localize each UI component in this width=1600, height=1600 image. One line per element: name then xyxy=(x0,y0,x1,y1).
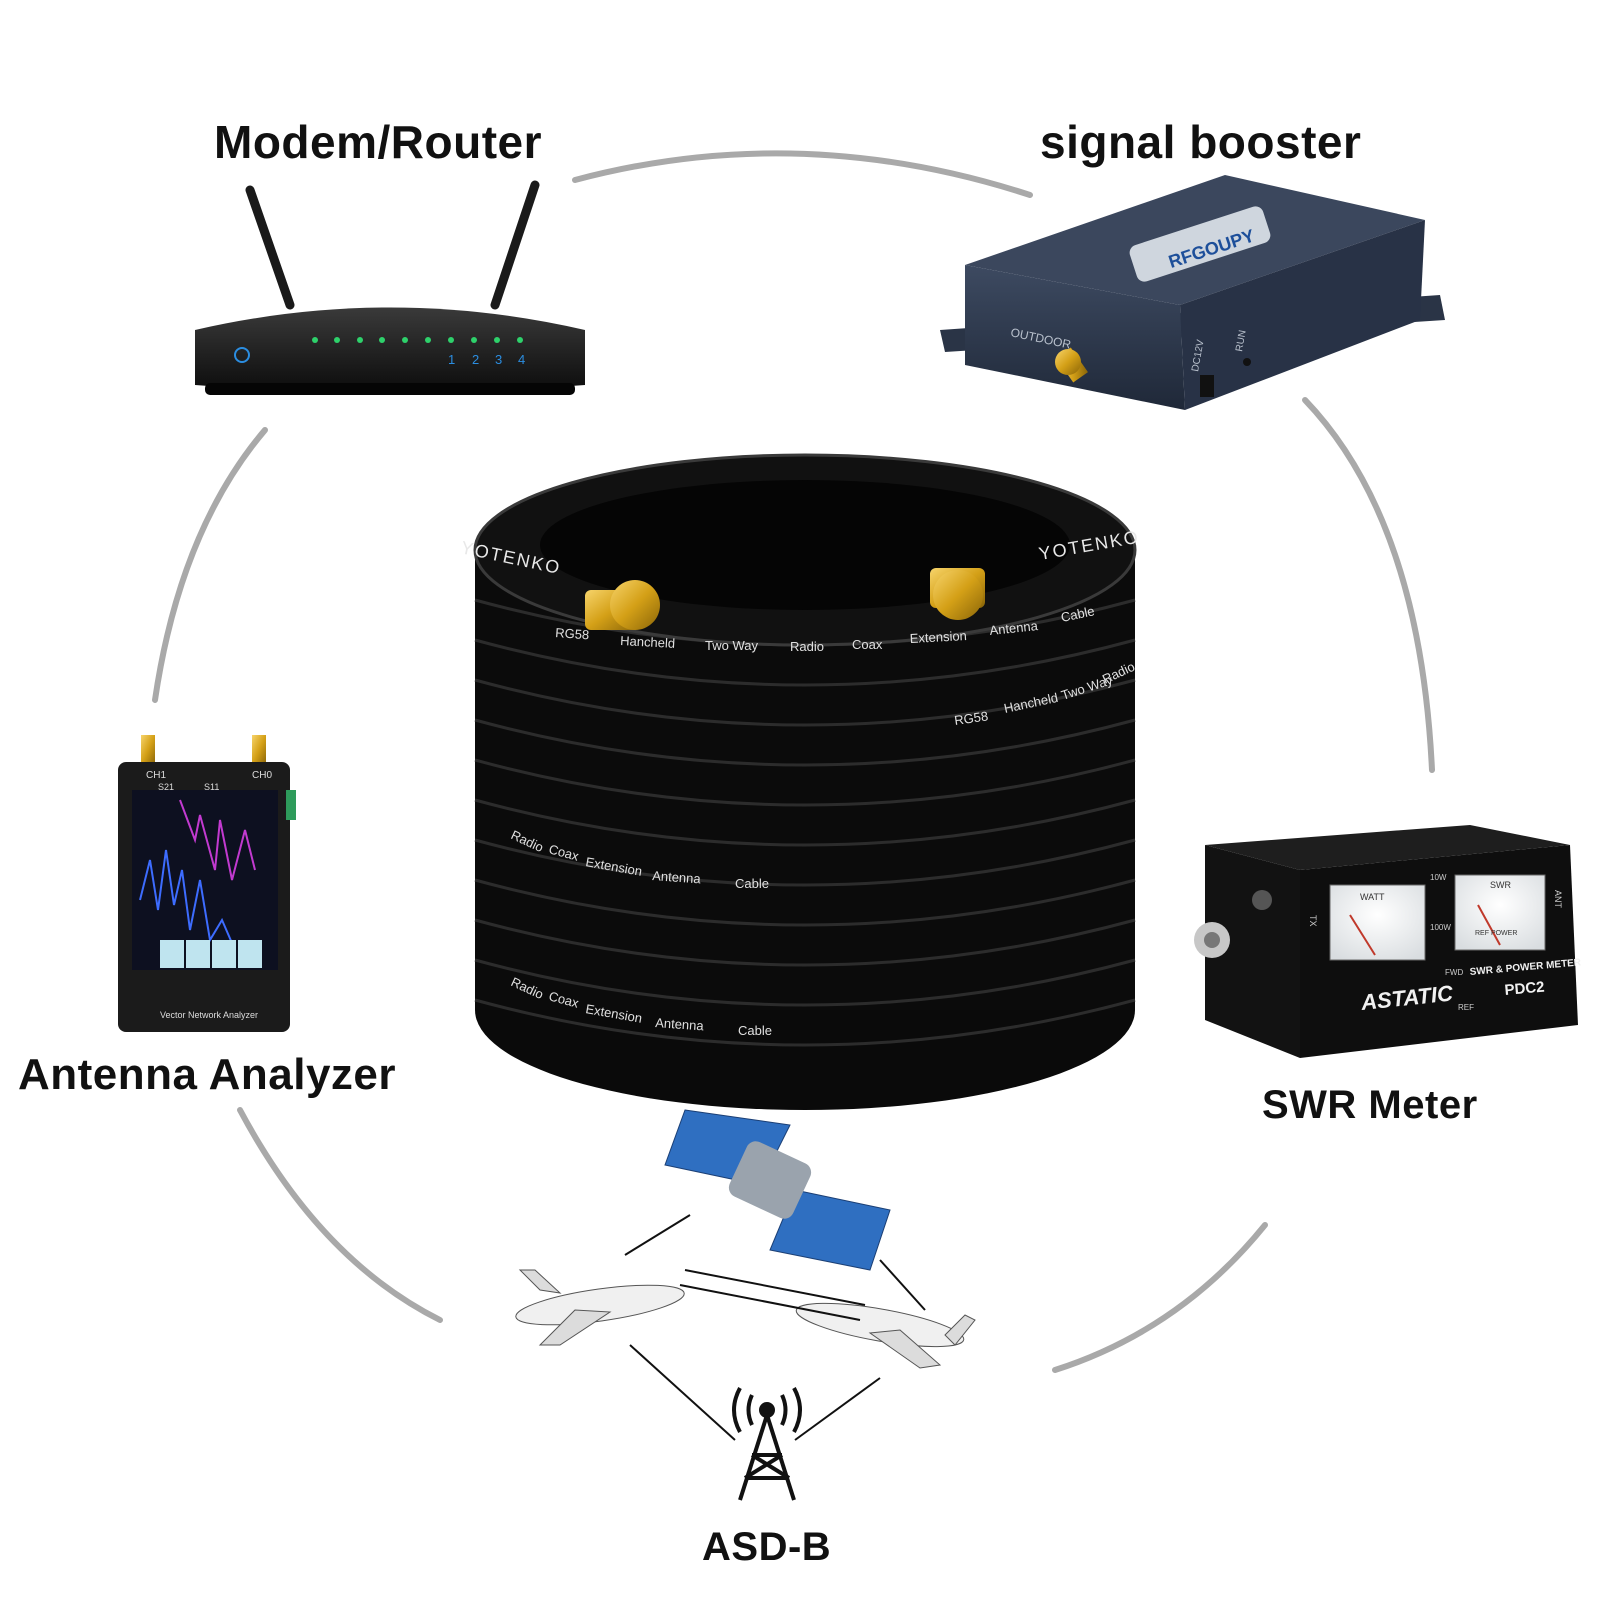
adsb-illustration xyxy=(515,1109,976,1501)
cable-print-text: Hancheld xyxy=(620,633,676,651)
so239-connector xyxy=(1194,922,1230,958)
swr-tx-label: TX xyxy=(1308,915,1318,927)
connection-ring xyxy=(152,150,1435,1373)
router-port-label: 2 xyxy=(472,352,479,367)
cable-print-text: Cable xyxy=(738,1023,772,1038)
cable-print-text: Antenna xyxy=(655,1015,705,1033)
swr-meter-top xyxy=(1205,825,1570,870)
sma-connector-right xyxy=(930,568,985,620)
analyzer-connector-right xyxy=(252,735,266,765)
booster-side xyxy=(1180,220,1425,410)
analyzer-connector-left xyxy=(141,735,155,765)
booster-run-led xyxy=(1243,358,1251,366)
analyzer-s11-label: S11 xyxy=(204,782,219,792)
ring-arc-right xyxy=(1302,397,1435,773)
cable-print-text: Coax xyxy=(852,637,883,652)
sma-connector-left xyxy=(585,580,660,630)
cable-print-text: Antenna xyxy=(989,618,1040,638)
antenna-analyzer-label: Antenna Analyzer xyxy=(18,1050,397,1099)
analyzer-ch0-label: CH0 xyxy=(252,770,272,781)
ring-arc-left xyxy=(152,427,268,703)
swr-range-10w: 10W xyxy=(1430,873,1447,882)
swr-fwd-label: FWD xyxy=(1445,968,1463,977)
swr-meter-side xyxy=(1205,845,1300,1058)
swr-range-100w: 100W xyxy=(1430,923,1451,932)
router-status-leds xyxy=(312,337,523,343)
cable-print-text: Radio xyxy=(790,639,824,654)
swr-meter-illustration: WATT SWR REF POWER 10W 100W FWD REF TX A… xyxy=(1194,825,1582,1058)
cable-print-text: Cable xyxy=(735,876,769,891)
asd-b-label: ASD-B xyxy=(702,1525,832,1569)
booster-front xyxy=(965,265,1185,410)
swr-swr-label: SWR xyxy=(1490,880,1511,890)
analyzer-side-tab xyxy=(286,790,296,820)
analyzer-softkeys xyxy=(160,940,262,968)
radio-tower-icon xyxy=(732,1387,802,1501)
swr-knob xyxy=(1252,890,1272,910)
router-body xyxy=(195,307,585,393)
analyzer-ch1-label: CH1 xyxy=(146,770,166,781)
cable-print-text: RG58 xyxy=(953,708,989,728)
swr-needle-left xyxy=(1349,914,1376,956)
analyzer-trace-magenta xyxy=(179,799,256,881)
router-base xyxy=(205,383,575,395)
booster-sma-connector xyxy=(1055,347,1088,383)
coil-rim-highlight xyxy=(473,453,1137,647)
booster-logo-plate xyxy=(1129,206,1271,282)
swr-watt-label: WATT xyxy=(1360,892,1385,902)
cable-print-text: RG58 xyxy=(555,625,590,642)
ring-arc-top xyxy=(572,150,1033,198)
router-antenna-right xyxy=(490,180,540,310)
coax-cable-coil: YOTENKO YOTENKO RG58 Hancheld Two Way Ra… xyxy=(459,453,1141,1110)
signal-booster-label: signal booster xyxy=(1040,116,1362,168)
cable-print-text: Antenna xyxy=(652,868,702,886)
cable-print-text: Extension xyxy=(909,628,967,646)
swr-ref-power-label: REF POWER xyxy=(1475,930,1517,937)
modem-router-label: Modem/Router xyxy=(214,116,542,168)
antenna-analyzer-illustration: CH1 CH0 S21 S11 Vector Network Analyzer xyxy=(118,735,296,1032)
swr-meter-label: SWR Meter xyxy=(1262,1083,1478,1127)
airplane-right-icon xyxy=(795,1302,976,1369)
adsb-arrows xyxy=(624,1214,926,1441)
booster-dc-jack xyxy=(1200,375,1214,397)
swr-ant-label: ANT xyxy=(1553,890,1563,909)
swr-needle-right xyxy=(1477,904,1501,946)
ring-arc-bottom-left xyxy=(237,1107,443,1323)
router-port-label: 1 xyxy=(448,352,455,367)
analyzer-s21-label: S21 xyxy=(158,782,174,792)
airplane-left-icon xyxy=(515,1269,685,1346)
cable-print-text: Two Way xyxy=(705,638,758,653)
router-port-label: 4 xyxy=(518,352,525,367)
satellite-icon xyxy=(664,1109,891,1271)
booster-run-label: RUN xyxy=(1234,329,1249,352)
router-power-led xyxy=(234,347,250,363)
signal-booster-illustration: RFGOUPY OUTDOOR DC12V RUN xyxy=(940,175,1445,410)
swr-ref-label: REF xyxy=(1458,1003,1474,1012)
swr-dial-right xyxy=(1454,874,1546,951)
analyzer-trace-blue xyxy=(139,849,236,951)
swr-dial-left xyxy=(1329,884,1426,961)
router-port-label: 3 xyxy=(495,352,502,367)
router-antenna-left xyxy=(245,185,295,310)
router-illustration: 1 2 3 4 xyxy=(195,180,585,395)
ring-arc-bottom-right xyxy=(1052,1222,1268,1373)
swr-model: PDC2 xyxy=(1504,979,1545,999)
analyzer-caption: Vector Network Analyzer xyxy=(160,1010,258,1020)
cable-print-text: Cable xyxy=(1060,603,1096,625)
